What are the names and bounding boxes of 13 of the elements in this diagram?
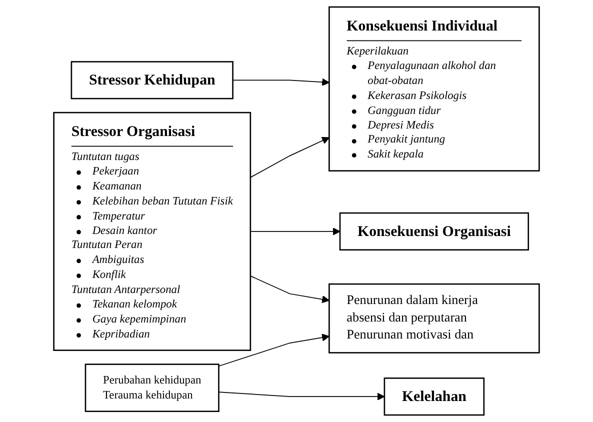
node-box: Penurunan dalam kinerja absensi dan perputaran Penurunan motivasi dan: [328, 283, 540, 354]
node-box: Stressor Kehidupan: [70, 61, 234, 100]
arrow: [250, 228, 340, 236]
node-box: Stressor Organisasi Tuntutan tugas Pekerjaan Keamanan Kelebihan beban Tututan Fisik Temperatur Desain kantor Tuntutan Peran Ambiguitas Konflik Tuntutan Antarpersonal Tekanan kelompok Gaya kepemimpinan Kepribadian: [53, 112, 252, 351]
node-box: Konsekuensi Organisasi: [339, 212, 530, 251]
node-box: Perubahan kehidupan Terauma kehidupan: [84, 364, 220, 412]
arrow: [250, 276, 330, 304]
node-box: Kelelahan: [384, 378, 485, 416]
node-box: Konsekuensi Individual Keperilakuan Penyalagunaan alkohol dan obat-obatan Kekerasan Psikologis Gangguan tidur Depresi Medis Penyakit jantung Sakit kepala: [328, 6, 540, 172]
arrow: [250, 136, 330, 178]
arrow: [232, 78, 330, 86]
arrow: [218, 392, 385, 400]
arrow: [218, 334, 330, 367]
